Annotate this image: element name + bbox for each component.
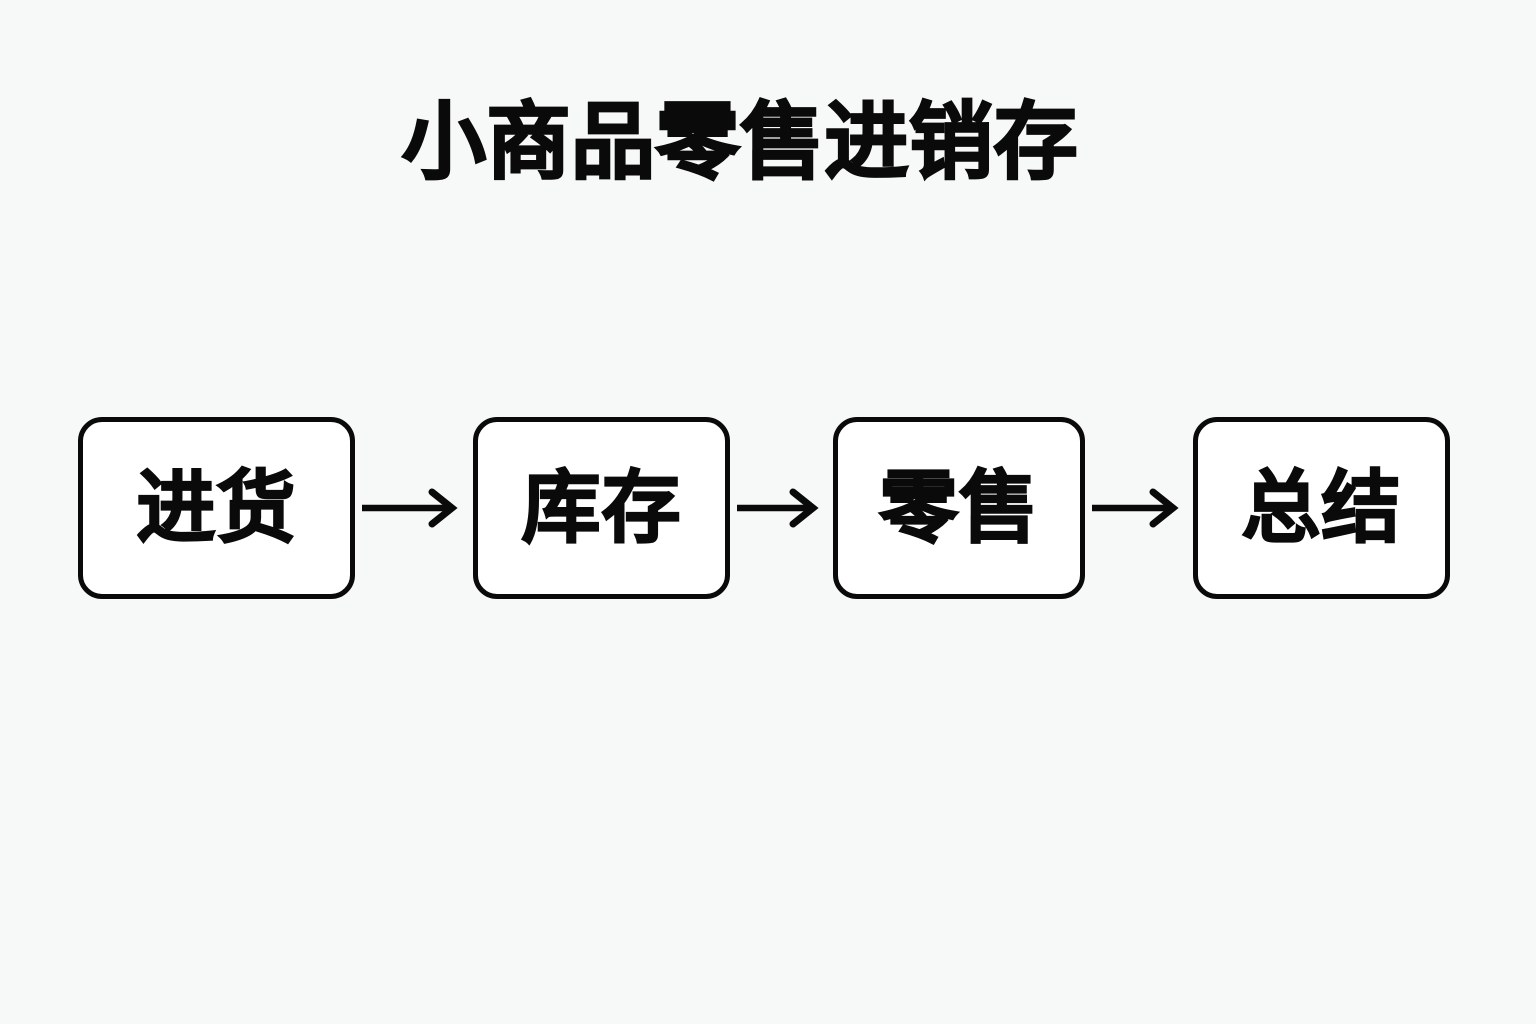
flow-arrow-icon xyxy=(735,486,828,530)
flow-arrow-icon xyxy=(360,486,468,530)
flow-node-label: 库存 xyxy=(521,462,682,552)
arrow-right-icon xyxy=(737,488,819,528)
flow-node-label: 零售 xyxy=(878,462,1039,552)
flow-node-kucun[interactable]: 库存 xyxy=(473,417,730,599)
flow-node-zongjie[interactable]: 总结 xyxy=(1193,417,1450,599)
flow-node-label: 总结 xyxy=(1241,462,1402,552)
flow-node-jinhuo[interactable]: 进货 xyxy=(78,417,355,599)
page-title: 小商品零售进销存 xyxy=(401,95,1079,189)
flow-node-label: 进货 xyxy=(136,462,297,552)
arrow-right-icon xyxy=(1092,488,1179,528)
arrow-right-icon xyxy=(362,488,458,528)
flow-arrow-icon xyxy=(1090,486,1188,530)
process-flow: 进货 库存 零售 总结 xyxy=(78,417,1450,599)
flow-node-lingshou[interactable]: 零售 xyxy=(833,417,1085,599)
